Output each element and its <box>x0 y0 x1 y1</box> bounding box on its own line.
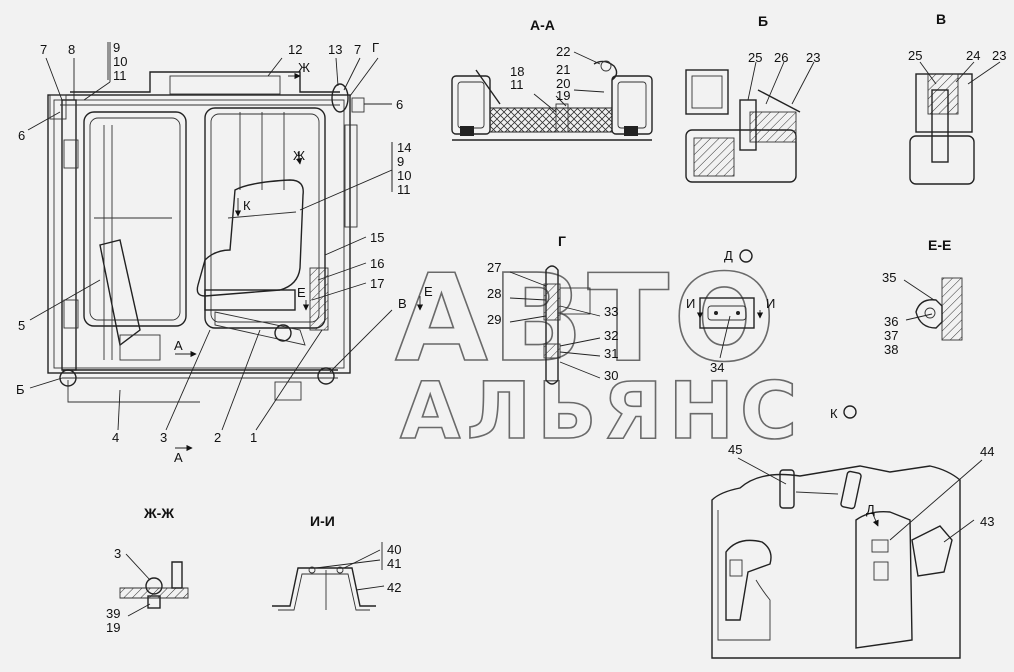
mark-i-left: И <box>686 296 695 311</box>
callout-1: 1 <box>250 430 257 445</box>
callout-17: 17 <box>370 276 384 291</box>
cab-main-view <box>27 42 424 452</box>
title-view-aa: А-А <box>530 17 555 33</box>
callout-2: 2 <box>214 430 221 445</box>
callout-19: 19 <box>556 88 570 103</box>
callout-43: 43 <box>980 514 994 529</box>
callout-20: 20 <box>556 76 570 91</box>
callout-23a: 23 <box>806 50 820 65</box>
mark-zh-top: Ж <box>298 60 310 75</box>
callout-18: 18 <box>510 64 524 79</box>
title-view-ee: Е-Е <box>928 237 951 253</box>
view-aa <box>451 51 653 141</box>
mark-d: Д <box>724 248 733 263</box>
callout-19b: 19 <box>106 620 120 635</box>
callout-22: 22 <box>556 44 570 59</box>
callout-40: 40 <box>387 542 401 557</box>
callout-28: 28 <box>487 286 501 301</box>
callout-44: 44 <box>980 444 994 459</box>
callout-9a: 9 <box>113 40 120 55</box>
callout-26: 26 <box>774 50 788 65</box>
callout-7a: 7 <box>40 42 47 57</box>
watermark-line1: АВТО <box>395 250 779 389</box>
view-panel-34 <box>696 249 764 359</box>
callout-13: 13 <box>328 42 342 57</box>
callout-15: 15 <box>370 230 384 245</box>
callout-numbers: 1 2 3 4 5 6 6 7 7 8 9 10 11 12 13 14 9 1… <box>18 40 1006 635</box>
callout-25b: 25 <box>908 48 922 63</box>
callout-11c: 11 <box>510 77 524 92</box>
mark-k-right: К <box>830 406 838 421</box>
callout-30: 30 <box>604 368 618 383</box>
callout-38: 38 <box>884 342 898 357</box>
section-marks: Ж Ж К Е Е А А Б В Г Д И И К Д <box>16 40 875 517</box>
mark-i-right: И <box>766 296 775 311</box>
callout-37: 37 <box>884 328 898 343</box>
mark-b-left: Б <box>16 382 25 397</box>
callout-36: 36 <box>884 314 898 329</box>
callout-12: 12 <box>288 42 302 57</box>
watermark-line2: АЛЬЯНС <box>400 367 803 457</box>
title-view-b: Б <box>758 13 768 29</box>
mark-k: К <box>243 198 251 213</box>
callout-11b: 11 <box>397 182 411 197</box>
callout-32: 32 <box>604 328 618 343</box>
callout-31: 31 <box>604 346 618 361</box>
callout-6a: 6 <box>18 128 25 143</box>
mark-v-mid: В <box>398 296 407 311</box>
view-v <box>909 61 1001 185</box>
callout-23b: 23 <box>992 48 1006 63</box>
watermark: АВТО АЛЬЯНС <box>394 249 803 458</box>
callout-33: 33 <box>604 304 618 319</box>
mark-e-left: Е <box>297 285 306 300</box>
callout-11a: 11 <box>113 68 127 83</box>
title-view-zhzh: Ж-Ж <box>143 505 174 521</box>
callout-8: 8 <box>68 42 75 57</box>
view-b <box>685 61 815 183</box>
title-view-ii: И-И <box>310 513 335 529</box>
view-ee <box>903 277 963 341</box>
title-view-g: Г <box>558 233 566 249</box>
callout-3b: 3 <box>114 546 121 561</box>
callout-3: 3 <box>160 430 167 445</box>
mark-e-right: Е <box>424 284 433 299</box>
callout-5: 5 <box>18 318 25 333</box>
mark-d-lower: Д <box>866 502 875 517</box>
view-interior <box>711 405 983 659</box>
mark-a-mid: А <box>174 338 183 353</box>
callout-35: 35 <box>882 270 896 285</box>
mark-zh-mid: Ж <box>293 148 305 163</box>
callout-45: 45 <box>728 442 742 457</box>
callout-39: 39 <box>106 606 120 621</box>
callout-10b: 10 <box>397 168 411 183</box>
mark-g-top: Г <box>372 40 379 55</box>
callout-29: 29 <box>487 312 501 327</box>
callout-4: 4 <box>112 430 119 445</box>
callout-27: 27 <box>487 260 501 275</box>
callout-42: 42 <box>387 580 401 595</box>
callout-7b: 7 <box>354 42 361 57</box>
view-ii <box>272 549 385 611</box>
view-zhzh <box>119 553 189 617</box>
callout-9b: 9 <box>397 154 404 169</box>
callout-10a: 10 <box>113 54 127 69</box>
callout-34: 34 <box>710 360 724 375</box>
mark-a-bottom: А <box>174 450 183 465</box>
callout-21: 21 <box>556 62 570 77</box>
view-g <box>509 265 601 385</box>
callout-25a: 25 <box>748 50 762 65</box>
callout-24: 24 <box>966 48 980 63</box>
title-view-v: В <box>936 11 946 27</box>
callout-16: 16 <box>370 256 384 271</box>
callout-14: 14 <box>397 140 411 155</box>
callout-6b: 6 <box>396 97 403 112</box>
callout-41: 41 <box>387 556 401 571</box>
